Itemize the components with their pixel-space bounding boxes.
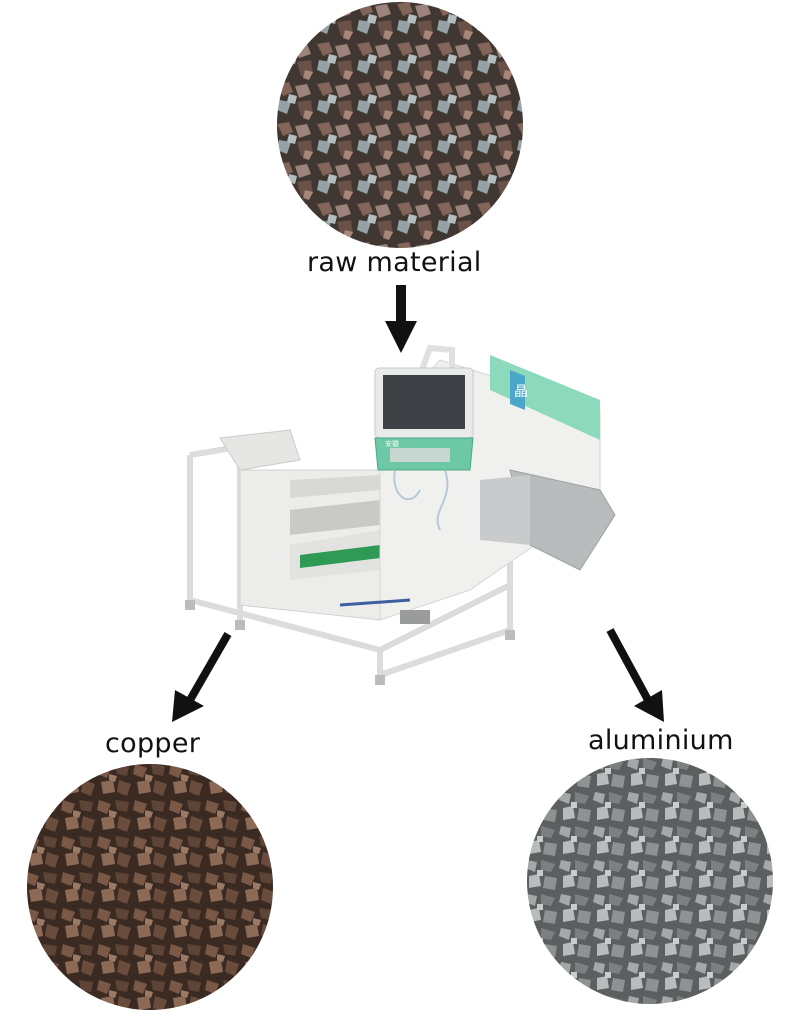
raw-material-label: raw material xyxy=(307,247,482,278)
panel-text: 安徽 xyxy=(385,439,399,448)
copper-label: copper xyxy=(105,728,201,759)
copper-image xyxy=(27,764,273,1010)
arrow-down-icon xyxy=(385,285,417,353)
color-sorter-machine: 晶 安徽 xyxy=(185,344,616,685)
raw-material-image xyxy=(277,2,523,248)
arrow-down-left-icon xyxy=(172,632,232,722)
brand-logo-text: 晶 xyxy=(514,384,528,400)
arrow-down-right-icon xyxy=(606,628,664,722)
aluminium-label: aluminium xyxy=(588,725,734,756)
aluminium-image xyxy=(527,758,773,1004)
